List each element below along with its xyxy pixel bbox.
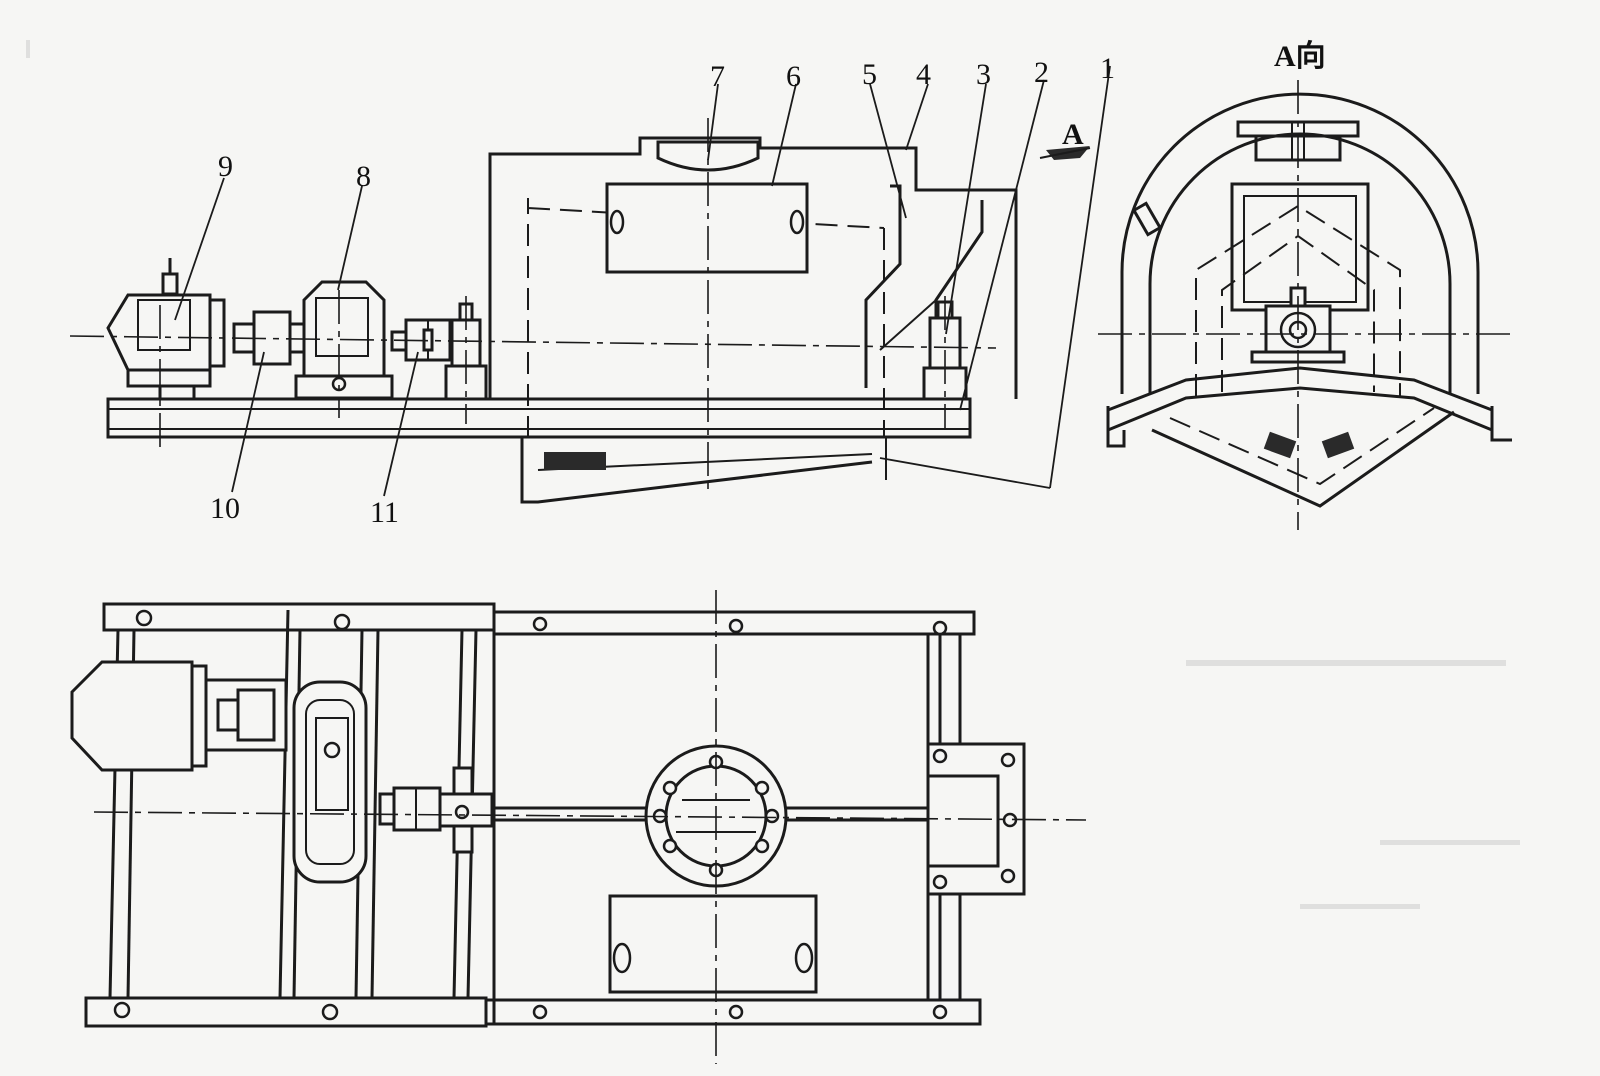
view-title: A向 <box>1274 40 1326 73</box>
plan-reducer <box>292 680 368 884</box>
part-label-8: 8 <box>356 160 371 193</box>
plan-coupling <box>378 792 396 826</box>
part-label-5: 5 <box>862 58 877 91</box>
side-v-hopper <box>1151 410 1455 508</box>
part-label-3: 3 <box>976 58 991 91</box>
section-marker-label: A <box>1062 118 1084 151</box>
part-label-6: 6 <box>786 60 801 93</box>
plan-centerline <box>93 811 1087 821</box>
part-label-9: 9 <box>218 150 233 183</box>
discharge-hopper <box>520 437 873 504</box>
plan-inspection-window <box>608 894 818 994</box>
part-label-1: 1 <box>1100 52 1115 85</box>
inspection-window <box>605 182 809 274</box>
part-label-2: 2 <box>1034 56 1049 89</box>
side-base <box>1107 366 1493 412</box>
base-frame <box>106 397 972 439</box>
plan-view <box>70 590 1087 1064</box>
scan-artifacts <box>26 40 1520 909</box>
arch-housing <box>1120 92 1480 394</box>
discharge-hatch-hatching <box>544 452 606 470</box>
part-label-10: 10 <box>210 492 240 525</box>
motor-foot <box>126 368 212 388</box>
leader-lines <box>174 65 1111 497</box>
mixer-trough <box>488 136 1018 399</box>
motor <box>106 293 212 372</box>
part-label-11: 11 <box>370 496 399 529</box>
plan-bottom-rail <box>84 996 488 1028</box>
main-shaft-centerline <box>69 335 997 349</box>
part-label-4: 4 <box>916 58 931 91</box>
part-labels: 1 2 3 4 5 6 7 8 9 10 11 <box>210 52 1115 529</box>
plan-top-rail <box>102 602 496 632</box>
part-label-7: 7 <box>710 60 725 93</box>
plan-motor <box>70 660 194 772</box>
side-view-a: A向 <box>1098 40 1514 530</box>
